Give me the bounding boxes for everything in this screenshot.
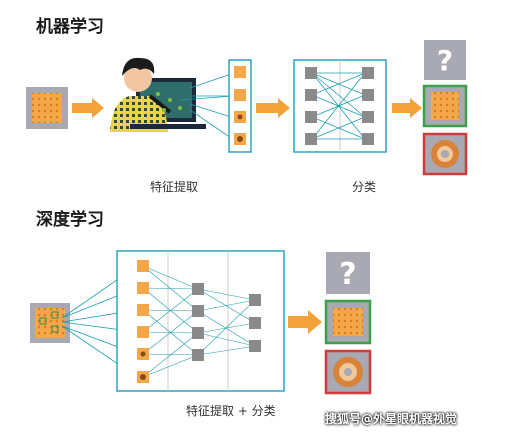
combined-label: 特征提取 + 分类: [186, 404, 276, 418]
bottom-wrong-output: [324, 349, 372, 395]
classification-label: 分类: [352, 180, 377, 194]
bottom-question-mark: ?: [339, 257, 356, 292]
top-question-box: [424, 40, 466, 80]
deep-network-box: [116, 250, 285, 392]
top-arrow-1: [72, 98, 104, 118]
top-wrong-output: [422, 132, 468, 176]
bottom-correct-output: [324, 299, 372, 345]
watermark: 搜狐号@外星眼机器视觉: [325, 412, 458, 426]
top-feature-column: [228, 59, 252, 153]
machine-learning-title: 机器学习: [36, 17, 104, 37]
top-classifier-network: [293, 59, 387, 153]
top-arrow-2: [256, 98, 290, 118]
engineer-figure: [110, 57, 206, 132]
feature-extraction-lines: [179, 72, 235, 141]
top-input-image: [26, 87, 68, 129]
deep-learning-title: 深度学习: [36, 210, 104, 230]
bottom-input-image: [30, 303, 70, 343]
bottom-question-box: [326, 252, 370, 294]
top-question-mark: ?: [437, 44, 453, 77]
feature-extraction-label: 特征提取: [150, 180, 199, 194]
top-correct-output: [422, 84, 468, 128]
bottom-arrow: [288, 310, 322, 334]
top-arrow-3: [392, 98, 422, 118]
